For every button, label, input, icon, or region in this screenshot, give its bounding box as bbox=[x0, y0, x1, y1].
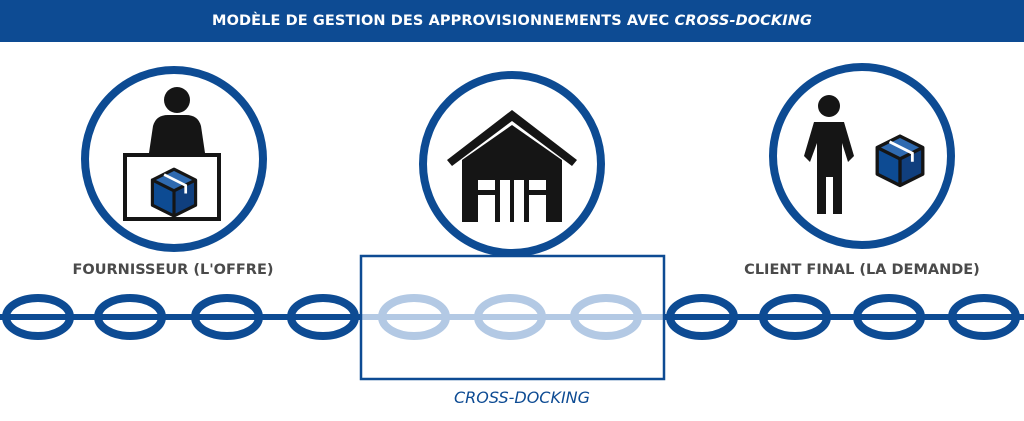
title-emphasis: CROSS-DOCKING bbox=[674, 13, 812, 29]
chain-link bbox=[759, 294, 831, 340]
chain-link bbox=[2, 294, 74, 340]
chain-link bbox=[287, 294, 359, 340]
supplier-with-box-icon bbox=[123, 87, 221, 221]
customer-with-box-icon bbox=[804, 95, 925, 214]
chain-link bbox=[378, 294, 450, 340]
chain-link bbox=[474, 294, 546, 340]
supplier-label: FOURNISSEUR (L'OFFRE) bbox=[72, 262, 274, 278]
chain-demand-side bbox=[664, 294, 1024, 340]
title-text: MODÈLE DE GESTION DES APPROVISIONNEMENTS… bbox=[212, 13, 670, 29]
chain-supply-side bbox=[0, 294, 362, 340]
chain-link bbox=[666, 294, 738, 340]
supplier-node bbox=[81, 66, 267, 252]
client-label: CLIENT FINAL (LA DEMANDE) bbox=[744, 262, 980, 278]
chain-link bbox=[853, 294, 925, 340]
chain-link bbox=[191, 294, 263, 340]
warehouse-icon bbox=[447, 110, 577, 222]
warehouse-node bbox=[419, 71, 605, 257]
chain-link bbox=[948, 294, 1020, 340]
client-node bbox=[769, 63, 955, 249]
chain-link bbox=[94, 294, 166, 340]
chain-cross-docking-section bbox=[362, 294, 664, 340]
cross-docking-label: CROSS-DOCKING bbox=[453, 388, 591, 407]
chain-link bbox=[570, 294, 642, 340]
title-banner: MODÈLE DE GESTION DES APPROVISIONNEMENTS… bbox=[0, 0, 1024, 42]
